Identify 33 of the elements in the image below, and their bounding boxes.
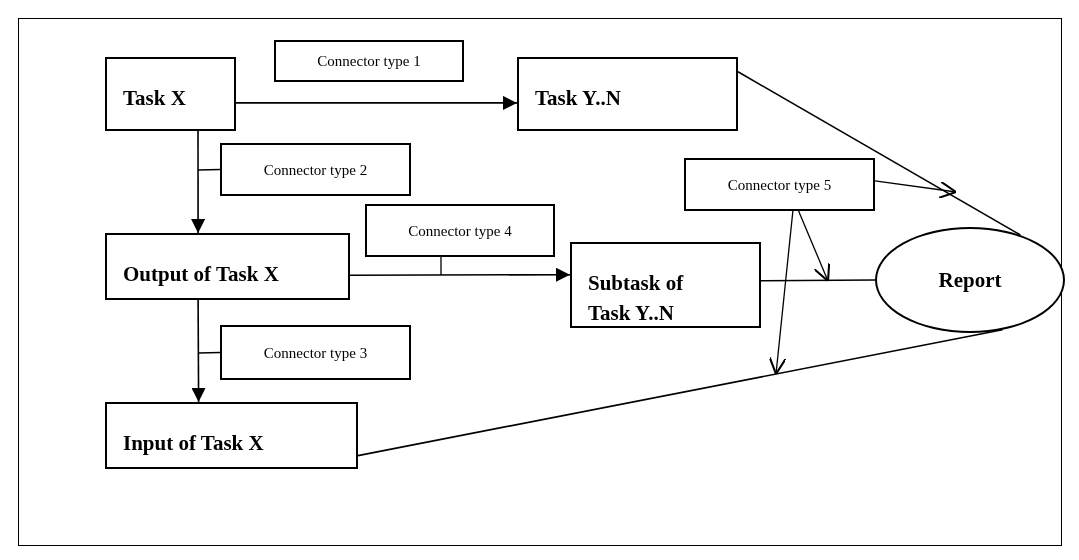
connector-label-box xyxy=(274,40,464,82)
task-box xyxy=(105,233,350,300)
leader-line xyxy=(440,256,442,276)
leader-line xyxy=(197,351,221,354)
connector-label-box xyxy=(220,143,411,196)
arrow xyxy=(191,299,206,403)
task-box xyxy=(570,242,761,328)
task-box xyxy=(105,402,358,469)
node-title: Output of Task X xyxy=(123,261,279,288)
task-box xyxy=(105,57,236,131)
connector-label: Connector type 2 xyxy=(263,160,368,180)
arrow xyxy=(235,95,518,110)
connector-label-box xyxy=(220,325,411,380)
arrow xyxy=(191,130,206,234)
connector-label: Connector type 3 xyxy=(263,343,368,363)
node-title: Input of Task X xyxy=(123,430,264,457)
node-title: Report xyxy=(938,267,1002,294)
connector-label-box xyxy=(365,204,555,257)
connector-label: Connector type 1 xyxy=(317,52,421,71)
connector-line xyxy=(760,279,876,282)
connector-label-box xyxy=(684,158,875,211)
leader-line xyxy=(197,168,221,171)
connector-label: Connector type 4 xyxy=(408,221,512,241)
connector-label: Connector type 5 xyxy=(727,175,832,195)
node-title: Subtask of Task Y..N xyxy=(588,270,685,327)
node-title: Task X xyxy=(123,85,186,112)
node-title: Task Y..N xyxy=(535,85,621,112)
leader-arrow xyxy=(874,180,958,199)
leader-arrow xyxy=(797,210,831,283)
arrow xyxy=(349,267,571,282)
task-box xyxy=(517,57,738,131)
leader-arrow xyxy=(768,210,794,376)
connector-line xyxy=(737,71,1022,236)
